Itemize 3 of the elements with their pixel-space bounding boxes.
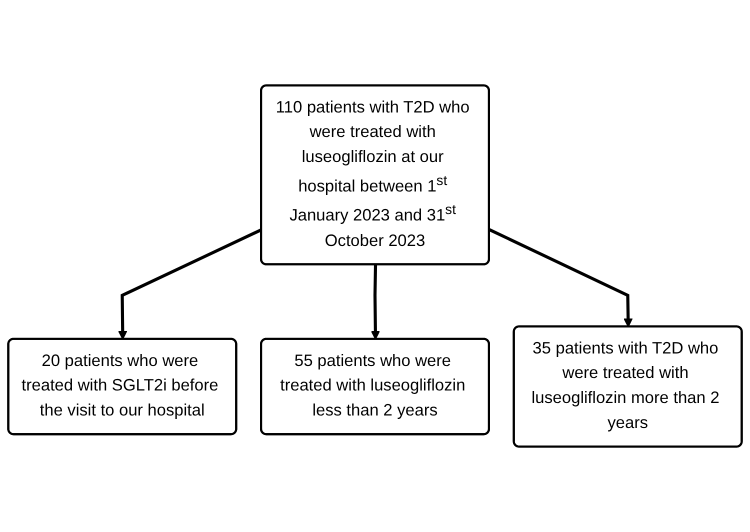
arrow [118, 228, 262, 340]
arrow [370, 264, 380, 340]
arrow [488, 228, 633, 328]
